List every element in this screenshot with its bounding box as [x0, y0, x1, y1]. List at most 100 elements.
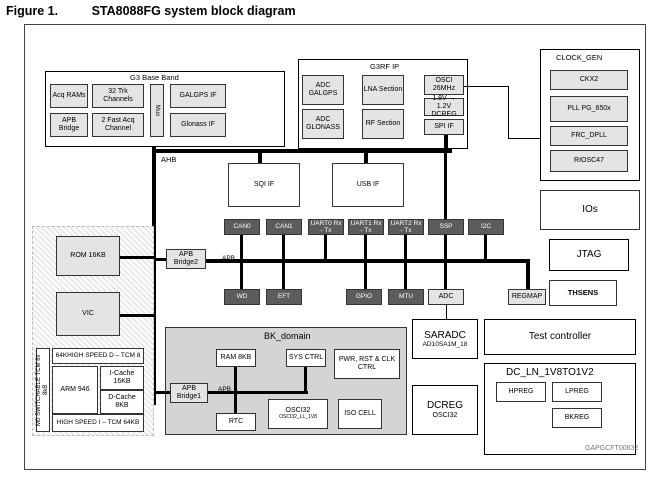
periph-adc: ADC	[428, 289, 464, 305]
periph-can1: CAN1	[266, 219, 302, 235]
frc-dpll: FRC_DPLL	[550, 126, 628, 146]
drop-gpio	[364, 263, 367, 289]
bk-domain-title: BK_domain	[264, 331, 311, 341]
dc-ln-title: DC_LN_1V8TO1V2	[506, 367, 594, 378]
usb-if: USB IF	[332, 163, 404, 207]
acq-rams: Acq RAMs	[50, 84, 88, 108]
apb-bus	[210, 259, 530, 263]
pwr-rst-clk: PWR, RST & CLK CTRL	[334, 349, 400, 379]
adc-to-saradc	[446, 305, 447, 319]
adc-galgps: ADC GALGPS	[302, 75, 344, 105]
dcreg: DCREG OSCI32	[412, 385, 478, 435]
periph-i2c: I2C	[468, 219, 504, 235]
drop-mtu	[404, 263, 407, 289]
lna-section: LNA Section	[362, 75, 404, 105]
bridge2-to-apb	[206, 259, 214, 263]
fast-acq-channel: 2 Fast Acq Channel	[92, 113, 144, 137]
apb-to-regmap	[526, 259, 530, 291]
riosc47: RIOSC47	[550, 150, 628, 172]
osci32-sub: OSCI32_LL_1V8	[279, 414, 317, 421]
mux: Mux	[150, 84, 164, 137]
ahb-bus-horizontal	[152, 149, 452, 153]
footer-code: GAPGCFT00632	[585, 445, 639, 452]
tcm-top: 64KHIGH SPEED D – TCM 8	[52, 348, 144, 364]
iso-cell: ISO CELL	[338, 399, 382, 429]
link-clock-h2	[508, 138, 540, 139]
usb-drop	[364, 149, 368, 163]
periph-uart1: UART1 Rx - Tx	[348, 219, 384, 235]
drop-uart0	[324, 235, 327, 261]
periph-regmap: REGMAP	[508, 289, 546, 305]
galgps-if: GALGPS IF	[170, 84, 226, 108]
drop-wd	[240, 263, 243, 289]
sqi-if: SQI IF	[228, 163, 300, 207]
saradc-sub: AD10SA1M_18	[422, 341, 468, 349]
tcm-bottom: HIGH SPEED I – TCM 64KB	[52, 414, 144, 432]
drop-can1	[282, 235, 285, 261]
lpreg: LPREG	[552, 382, 602, 402]
saradc-title: SARADC	[424, 329, 466, 341]
bkreg: BKREG	[552, 408, 602, 428]
diagram-frame	[24, 24, 646, 470]
dcreg-title: DCREG	[426, 400, 464, 412]
pll: PLL PG_650x	[550, 96, 628, 122]
spi-if: SPI IF	[424, 119, 464, 135]
periph-wd: WD	[224, 289, 260, 305]
dcreg-1v8: 1.8V → 1.2V DCREG	[424, 95, 464, 118]
apb-bridge1: APB Bridge1	[170, 383, 208, 403]
rom: ROM 16KB	[56, 236, 120, 276]
thsens: THSENS	[549, 280, 617, 306]
figure-caption: Figure 1. STA8088FG system block diagram	[6, 4, 296, 18]
apb-bridge-g3: APB Bridge	[50, 113, 88, 137]
bk-apb-bus	[208, 391, 308, 394]
ram-8kb: RAM 8KB	[216, 349, 256, 367]
d-cache: D-Cache 8KB	[100, 390, 144, 414]
arm-946: ARM 946	[52, 366, 98, 414]
glonass-if: Glonass IF	[170, 113, 226, 137]
ahb-label: AHB	[161, 155, 177, 164]
drop-uart1	[364, 235, 367, 261]
ckx2: CKX2	[550, 70, 628, 90]
ram-drop	[234, 367, 237, 413]
bk-apb-label: APB	[218, 386, 232, 393]
tcm-side-label: M0 SWITCHABLE TCM 8x 8kB	[36, 354, 49, 426]
g3rf-ip-title: G3RF IP	[370, 62, 400, 71]
g3-base-band-title: G3 Base Band	[130, 73, 179, 82]
sqi-drop	[258, 149, 262, 163]
dcreg-sub: OSCI32	[432, 411, 458, 419]
drop-can0	[240, 235, 243, 261]
rom-to-bridge	[120, 256, 154, 259]
sys-ctrl: SYS CTRL	[286, 349, 326, 367]
ahb-to-bridge1	[154, 391, 170, 394]
periph-uart0: UART0 Rx - Tx	[308, 219, 344, 235]
rtc: RTC	[216, 413, 256, 431]
periph-ssp: SSP	[428, 219, 464, 235]
tcm-side: M0 SWITCHABLE TCM 8x 8kB	[36, 348, 50, 432]
periph-eft: EFT	[266, 289, 302, 305]
ios: IOs	[540, 190, 640, 230]
figure-title: STA8088FG system block diagram	[91, 4, 296, 18]
trk-channels: 32 Trk Channels	[92, 84, 144, 108]
periph-uart2: UART2 Rx - Tx	[388, 219, 424, 235]
link-osci-clock	[464, 86, 508, 87]
link-clock-vertical	[508, 86, 509, 138]
periph-can0: CAN0	[224, 219, 260, 235]
bridge2-link	[156, 258, 166, 261]
vic: VIC	[56, 292, 120, 336]
osci32: OSCI32 OSCI32_LL_1V8	[268, 399, 328, 429]
apb-label: APB	[222, 255, 236, 262]
periph-gpio: GPIO	[346, 289, 382, 305]
ssp-to-spi	[444, 135, 447, 219]
vic-to-bus	[120, 314, 154, 317]
osci32-title: OSCI32	[285, 407, 311, 415]
ahb-bus-vertical	[152, 147, 156, 405]
osci-26mhz: OSCI 26MHz	[424, 75, 464, 95]
adc-glonass: ADC GLONASS	[302, 109, 344, 139]
drop-adc	[444, 263, 447, 289]
drop-i2c	[484, 235, 487, 261]
drop-eft	[282, 263, 285, 289]
jtag: JTAG	[549, 239, 629, 271]
drop-uart2	[404, 235, 407, 261]
rf-section: RF Section	[362, 109, 404, 139]
sys-drop	[304, 367, 307, 393]
